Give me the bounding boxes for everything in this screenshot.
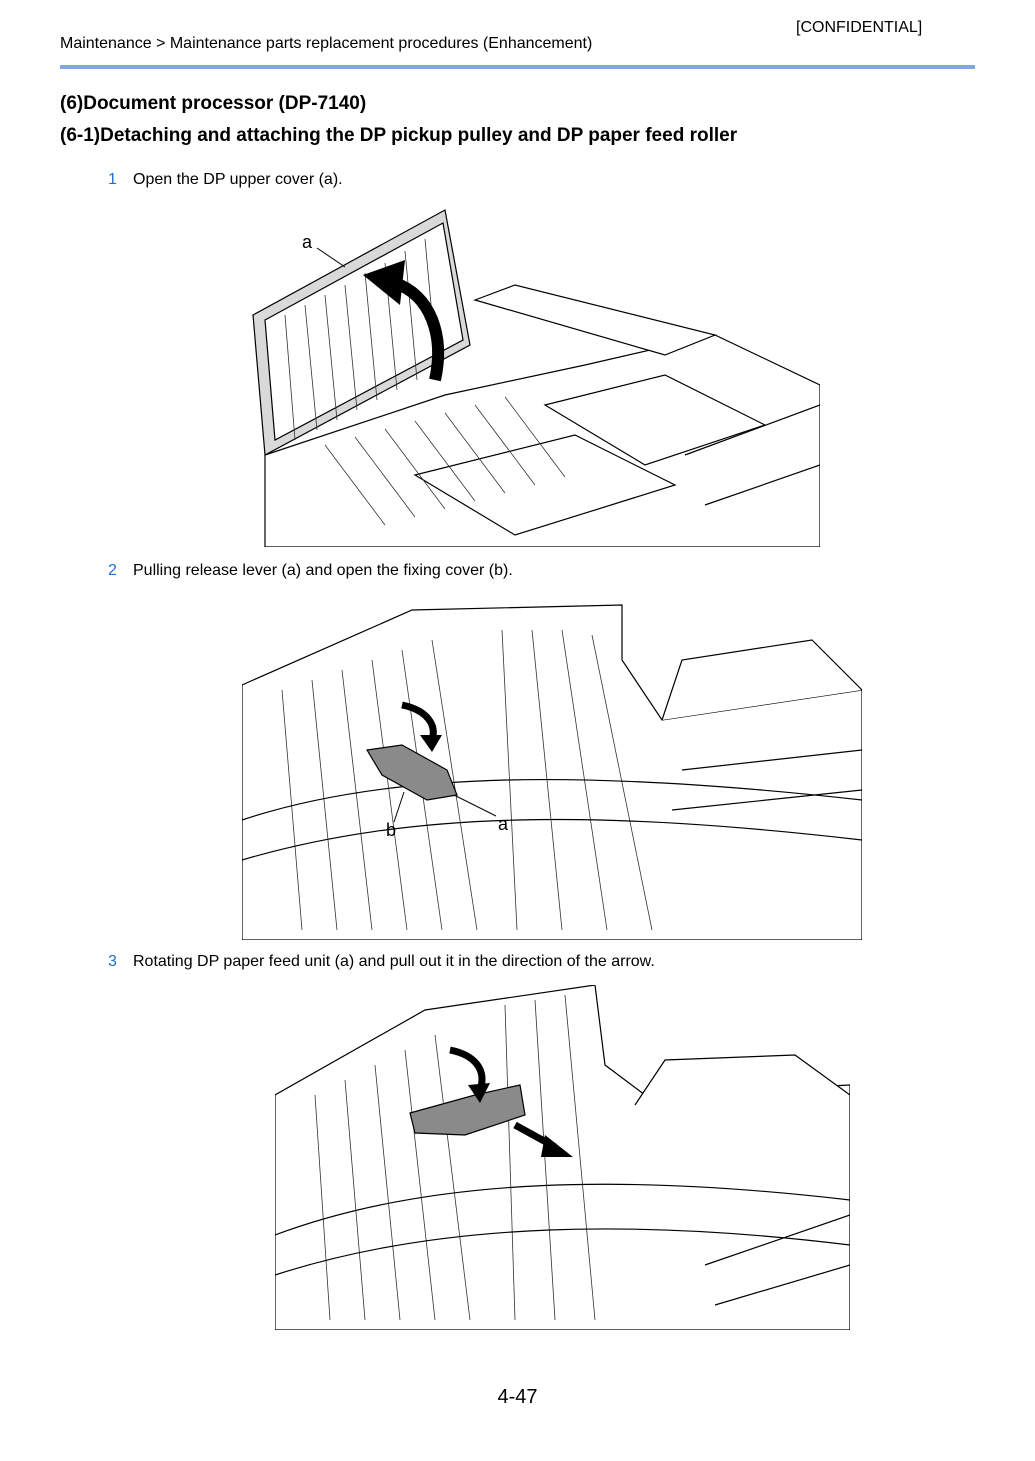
- step-number: 1: [108, 171, 117, 188]
- illustration-dp-upper-cover: a: [252, 209, 820, 547]
- step-number: 3: [108, 953, 117, 970]
- figure-pull-out-feed-unit: [275, 985, 850, 1330]
- figure-release-lever: b a: [242, 600, 862, 940]
- page-number: 4-47: [497, 1386, 538, 1408]
- step-text: Open the DP upper cover (a).: [133, 171, 343, 188]
- subsection-heading: (6-1)Detaching and attaching the DP pick…: [60, 125, 738, 146]
- breadcrumb: Maintenance > Maintenance parts replacem…: [60, 35, 593, 52]
- step-number: 2: [108, 562, 117, 579]
- fixing-cover-part: [366, 744, 458, 801]
- illustration-release-lever: b a: [242, 604, 862, 940]
- figure-open-upper-cover: a: [245, 205, 820, 547]
- step-text: Rotating DP paper feed unit (a) and pull…: [133, 953, 655, 970]
- section-heading: (6)Document processor (DP-7140): [60, 93, 367, 114]
- step-2: 2 Pulling release lever (a) and open the …: [108, 562, 513, 580]
- callout-b: b: [386, 820, 396, 840]
- illustration-feed-unit: [275, 985, 850, 1330]
- step-1: 1 Open the DP upper cover (a).: [108, 171, 343, 189]
- callout-a: a: [498, 814, 509, 834]
- step-3: 3 Rotating DP paper feed unit (a) and pul…: [108, 953, 655, 971]
- confidential-label: [CONFIDENTIAL]: [796, 19, 923, 36]
- step-text: Pulling release lever (a) and open the f…: [133, 562, 513, 579]
- header-divider: [60, 65, 975, 69]
- callout-a: a: [302, 232, 313, 252]
